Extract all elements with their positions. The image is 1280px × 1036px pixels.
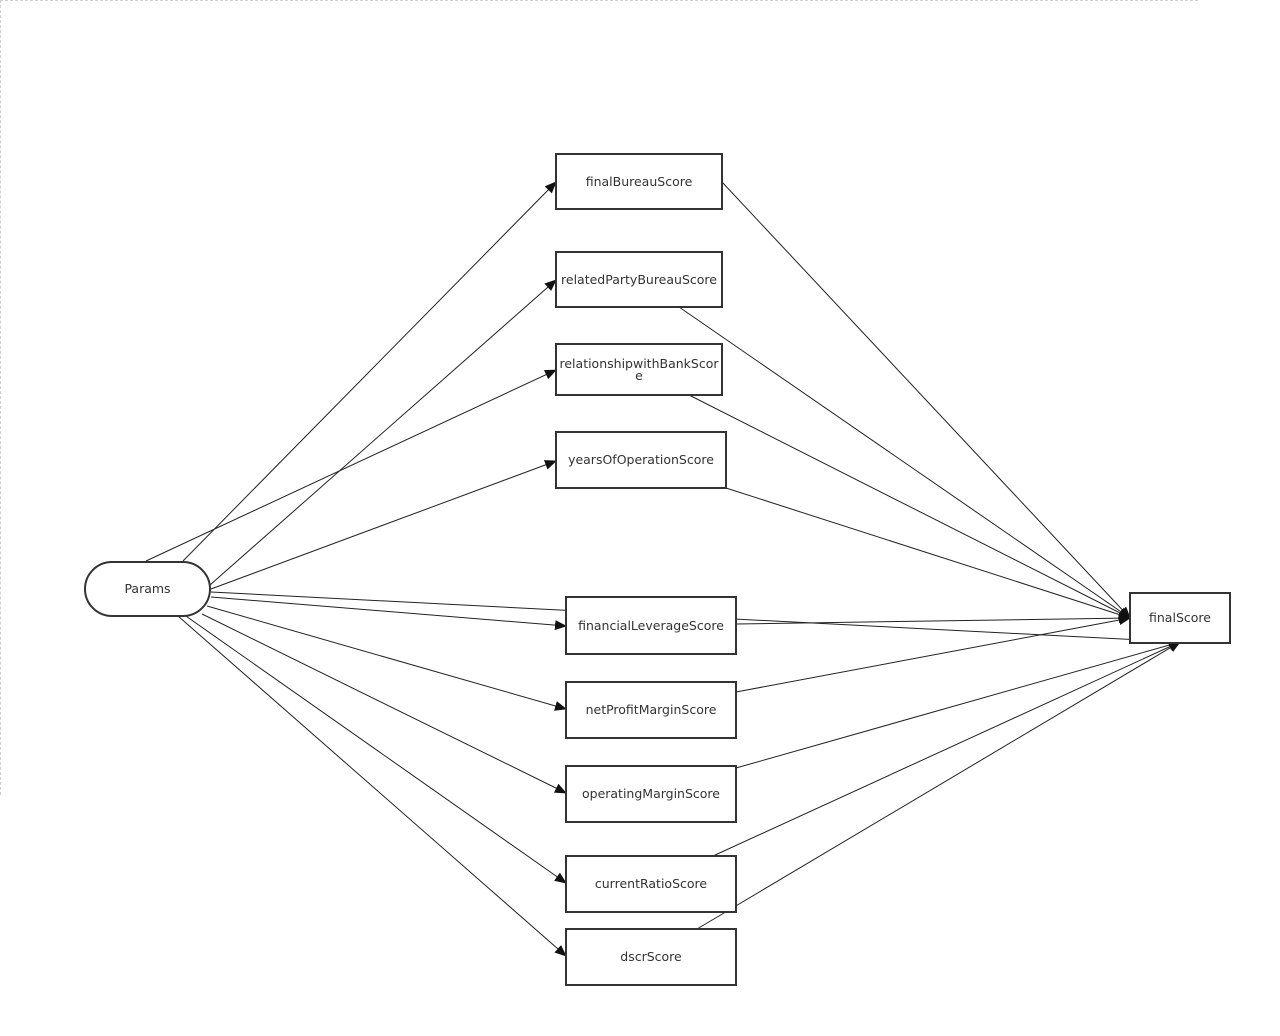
edge-params-to-finalbureauscore xyxy=(182,181,557,562)
edge-currentratioscore-to-finalscore xyxy=(712,641,1181,857)
edge-relatedpartybureauscore-to-finalscore xyxy=(678,306,1131,619)
edge-params-to-currentratioscore xyxy=(182,613,567,884)
params-node-label: Params xyxy=(124,581,171,596)
edge-params-to-netprofitmarginscore xyxy=(206,605,567,711)
relatedpartybureauscore-node[interactable]: relatedPartyBureauScore xyxy=(555,251,723,308)
params-node[interactable]: Params xyxy=(84,561,211,617)
edge-params-to-financialleveragescore xyxy=(210,596,567,631)
page-boundary-left xyxy=(0,0,1,795)
page-boundary-top xyxy=(0,0,1198,1)
relationshipwithbankscore-node-label: relationshipwithBankScore xyxy=(559,355,719,383)
edge-params-to-relationshipwithbankscore xyxy=(145,369,557,562)
edge-params-to-yearsofoperationscore xyxy=(210,460,557,590)
edge-params-to-dscrscore xyxy=(177,615,567,957)
finalbureauscore-node[interactable]: finalBureauScore xyxy=(555,153,723,210)
finalscore-node-label: finalScore xyxy=(1149,610,1211,625)
finalscore-node[interactable]: finalScore xyxy=(1129,592,1231,644)
operatingmarginscore-node-label: operatingMarginScore xyxy=(581,786,720,801)
dscrscore-node[interactable]: dscrScore xyxy=(565,928,737,986)
finalbureauscore-node-label: finalBureauScore xyxy=(585,173,693,189)
operatingmarginscore-node[interactable]: operatingMarginScore xyxy=(565,765,737,823)
yearsofoperationscore-node-label: yearsOfOperationScore xyxy=(568,452,714,467)
currentratioscore-node[interactable]: currentRatioScore xyxy=(565,855,737,913)
edge-yearsofoperationscore-to-finalscore xyxy=(725,487,1131,620)
relatedpartybureauscore-node-label: relatedPartyBureauScore xyxy=(561,271,717,287)
netprofitmarginscore-node-label: netProfitMarginScore xyxy=(585,702,717,717)
financialleveragescore-node[interactable]: financialLeverageScore xyxy=(565,596,737,655)
currentratioscore-node-label: currentRatioScore xyxy=(594,876,708,891)
edge-params-to-operatingmarginscore xyxy=(201,613,567,794)
relationshipwithbankscore-node[interactable]: relationshipwithBankScore xyxy=(555,343,723,396)
edge-dscrscore-to-finalscore xyxy=(696,641,1181,930)
netprofitmarginscore-node[interactable]: netProfitMarginScore xyxy=(565,681,737,739)
edge-params-to-relatedpartybureauscore xyxy=(209,279,557,586)
yearsofoperationscore-node[interactable]: yearsOfOperationScore xyxy=(555,431,727,489)
edge-operatingmarginscore-to-finalscore xyxy=(735,640,1181,769)
edge-relationshipwithbankscore-to-finalscore xyxy=(688,394,1131,619)
dscrscore-node-label: dscrScore xyxy=(620,949,682,964)
edge-finalbureauscore-to-finalscore xyxy=(721,181,1131,619)
edge-financialleveragescore-to-finalscore xyxy=(735,613,1131,625)
financialleveragescore-node-label: financialLeverageScore xyxy=(578,617,724,633)
edge-netprofitmarginscore-to-finalscore xyxy=(735,615,1131,693)
